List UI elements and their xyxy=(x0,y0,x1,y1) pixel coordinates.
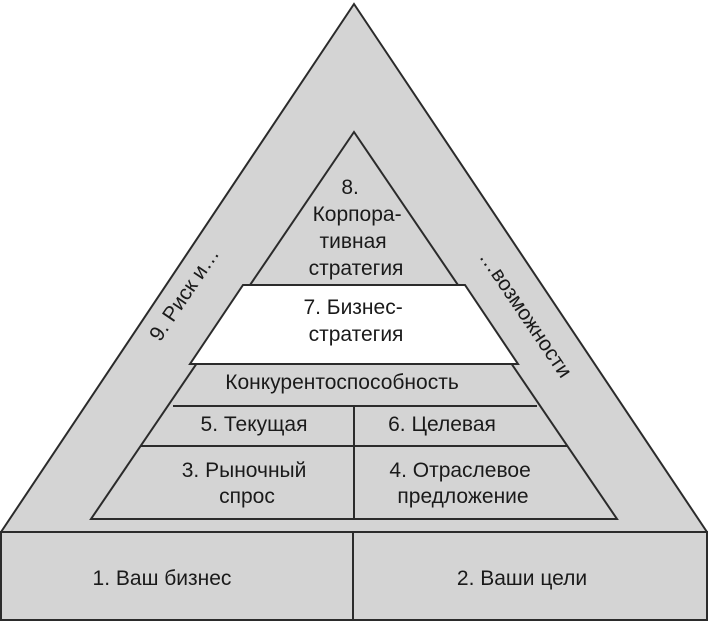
corporate-strategy-line-4: стратегия xyxy=(309,257,404,280)
base-right-label: 2. Ваши цели xyxy=(457,567,587,590)
corporate-strategy-line-3: тивная xyxy=(320,230,387,253)
industry-supply-line-2: предложение xyxy=(397,485,528,508)
business-strategy-line-2: стратегия xyxy=(309,323,404,346)
target-label: 6. Целевая xyxy=(388,413,496,436)
business-strategy-label: 7. Бизнес- стратегия xyxy=(303,296,408,346)
competitiveness-label: Конкурентоспособность xyxy=(225,371,459,394)
business-strategy-band xyxy=(188,284,520,365)
corporate-strategy-label: 8. Корпора- тивная стратегия xyxy=(309,176,408,280)
business-strategy-line-1: 7. Бизнес- xyxy=(303,296,402,319)
market-demand-line-1: 3. Рыночный xyxy=(182,459,307,482)
market-demand-label: 3. Рыночный спрос xyxy=(182,459,312,508)
industry-supply-label: 4. Отраслевое предложение xyxy=(389,459,536,508)
industry-supply-line-1: 4. Отраслевое xyxy=(389,459,530,482)
market-demand-line-2: спрос xyxy=(219,485,275,508)
corporate-strategy-line-1: 8. xyxy=(341,176,359,199)
corporate-strategy-line-2: Корпора- xyxy=(313,203,402,226)
base-left-label: 1. Ваш бизнес xyxy=(93,567,232,590)
current-label: 5. Текущая xyxy=(201,413,308,436)
